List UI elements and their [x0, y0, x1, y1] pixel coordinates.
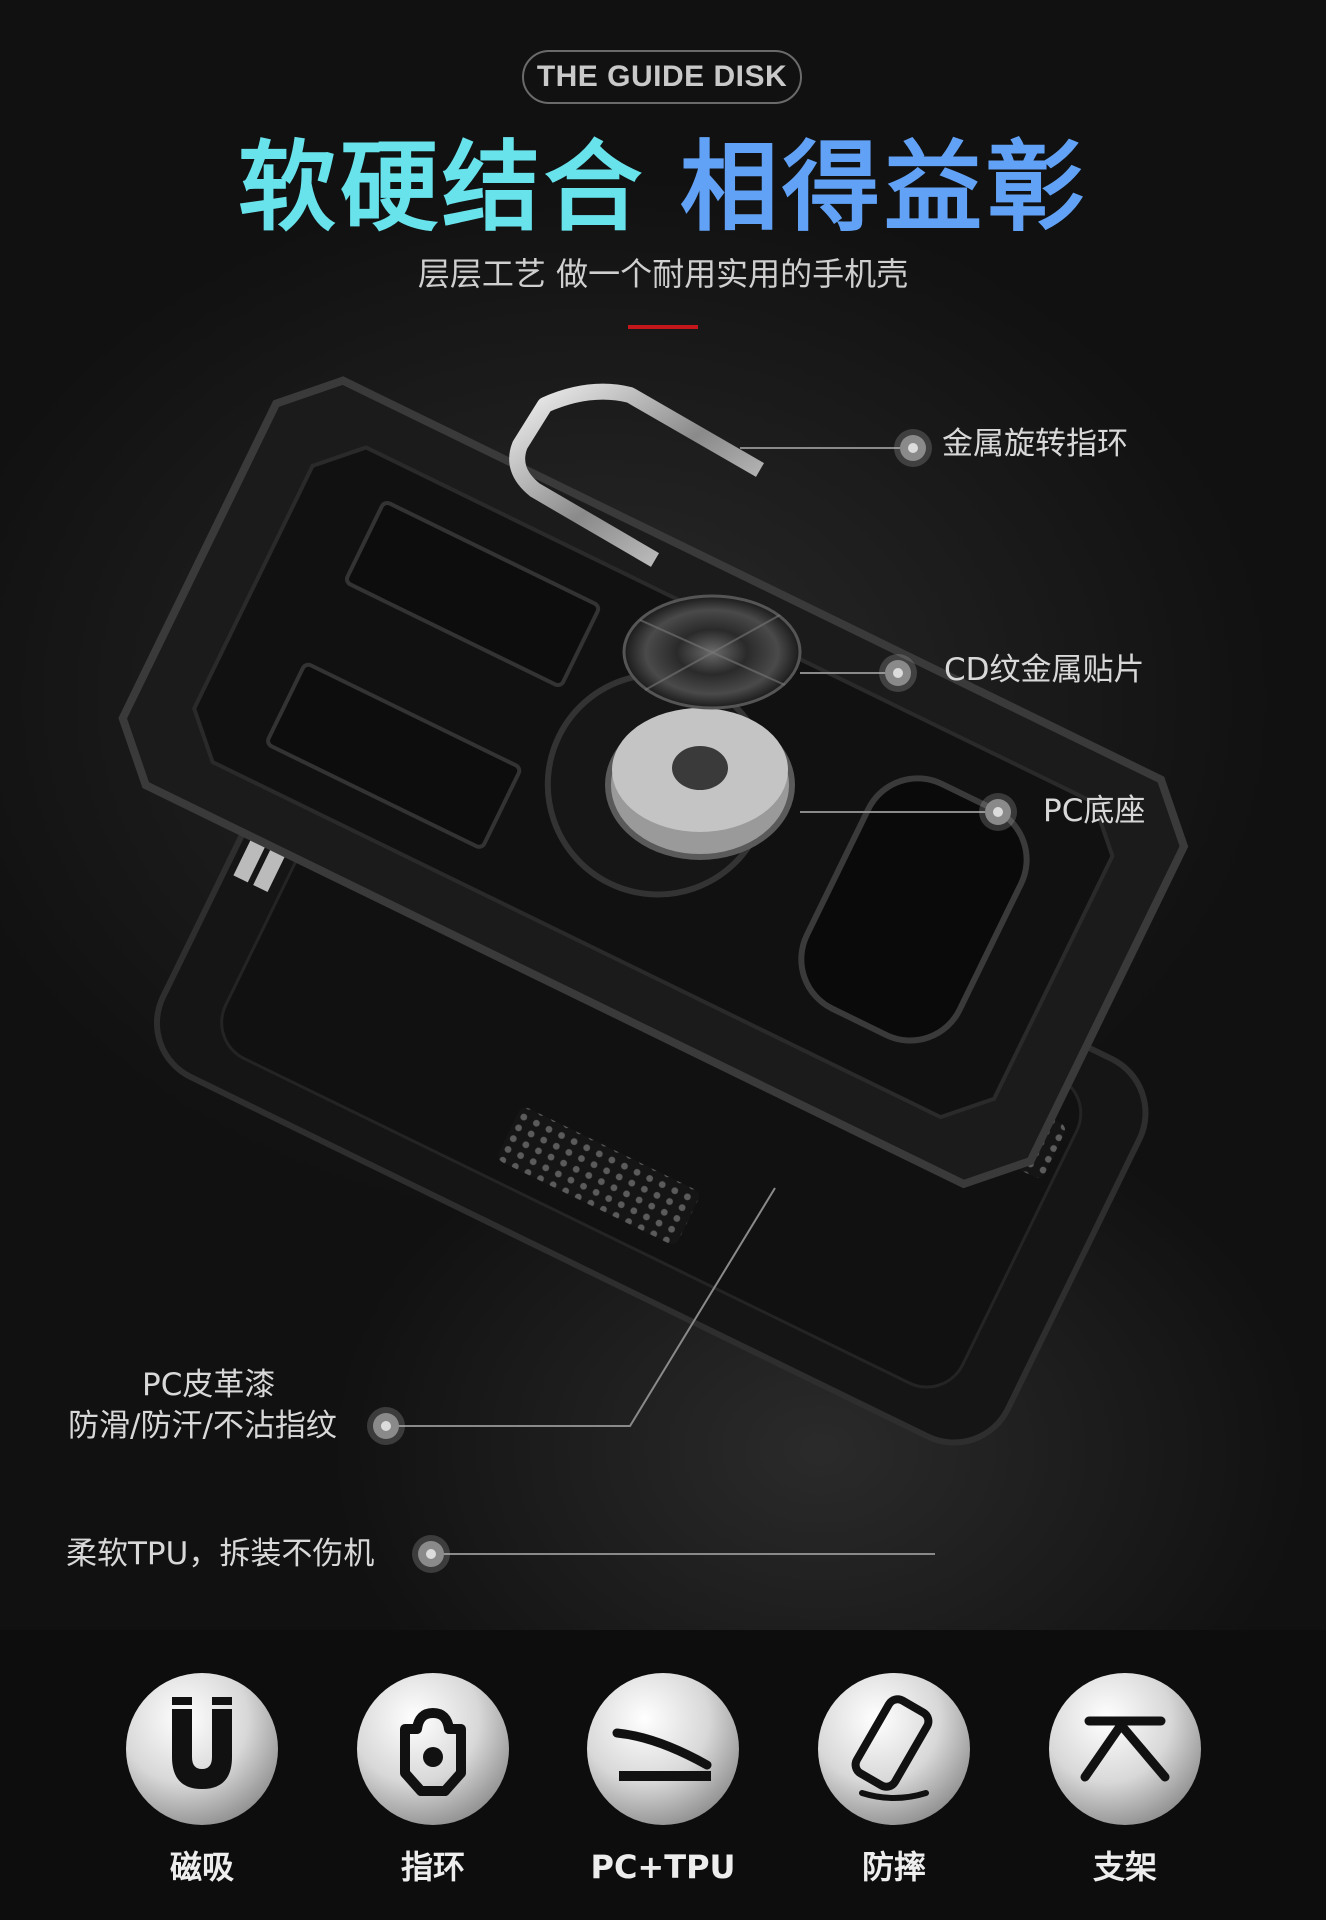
- guide-badge: THE GUIDE DISK: [522, 50, 802, 104]
- title-part-1: 软硬结合: [237, 131, 646, 245]
- accent-divider: [628, 325, 698, 329]
- exploded-case-illustration: [118, 376, 1189, 1555]
- cd-plate-part: [622, 594, 802, 710]
- drop-proof-icon: [818, 1673, 970, 1825]
- callout-ring: 金属旋转指环: [942, 426, 1128, 462]
- ring-icon: [357, 1673, 509, 1825]
- feature-ring: 指环: [353, 1673, 513, 1903]
- product-stage: THE GUIDE DISK 软硬结合相得益彰 层层工艺 做一个耐用实用的手机壳: [0, 0, 1326, 1630]
- callout-pc-leather-line2: 防滑/防汗/不沾指纹: [68, 1408, 337, 1444]
- feature-drop-proof: 防摔: [814, 1673, 974, 1903]
- feature-label: 磁吸: [169, 1848, 234, 1886]
- callout-dot-cd-plate: [885, 660, 911, 686]
- callout-lines: [395, 447, 985, 1555]
- feature-stand: 支架: [1045, 1673, 1205, 1903]
- stand-icon: [1049, 1673, 1201, 1825]
- callout-dot-ring: [900, 435, 926, 461]
- feature-pc-tpu: PC+TPU: [583, 1673, 743, 1903]
- callout-tpu: 柔软TPU，拆装不伤机: [66, 1536, 375, 1572]
- magnet-icon: [126, 1673, 278, 1825]
- layers-icon: [587, 1673, 739, 1825]
- callout-pc-base: PC底座: [1043, 793, 1146, 829]
- feature-label: 支架: [1092, 1848, 1157, 1886]
- callout-cd-plate: CD纹金属贴片: [944, 652, 1145, 688]
- feature-label: PC+TPU: [590, 1848, 736, 1886]
- feature-strip: 磁吸 指环 PC+TPU 防摔: [0, 1630, 1326, 1920]
- callout-dot-pc-base: [985, 799, 1011, 825]
- page-title: 软硬结合相得益彰: [0, 128, 1326, 248]
- callout-dot-tpu: [418, 1541, 444, 1567]
- callout-dot-pc-leather: [373, 1413, 399, 1439]
- title-part-2: 相得益彰: [680, 131, 1089, 245]
- pc-base-part: [605, 708, 795, 860]
- feature-magnet: 磁吸: [122, 1673, 282, 1903]
- callout-pc-leather-line1: PC皮革漆: [142, 1367, 276, 1403]
- feature-label: 指环: [400, 1848, 465, 1886]
- feature-label: 防摔: [861, 1848, 926, 1886]
- page-subtitle: 层层工艺 做一个耐用实用的手机壳: [417, 255, 909, 293]
- metal-ring-part: [509, 383, 764, 567]
